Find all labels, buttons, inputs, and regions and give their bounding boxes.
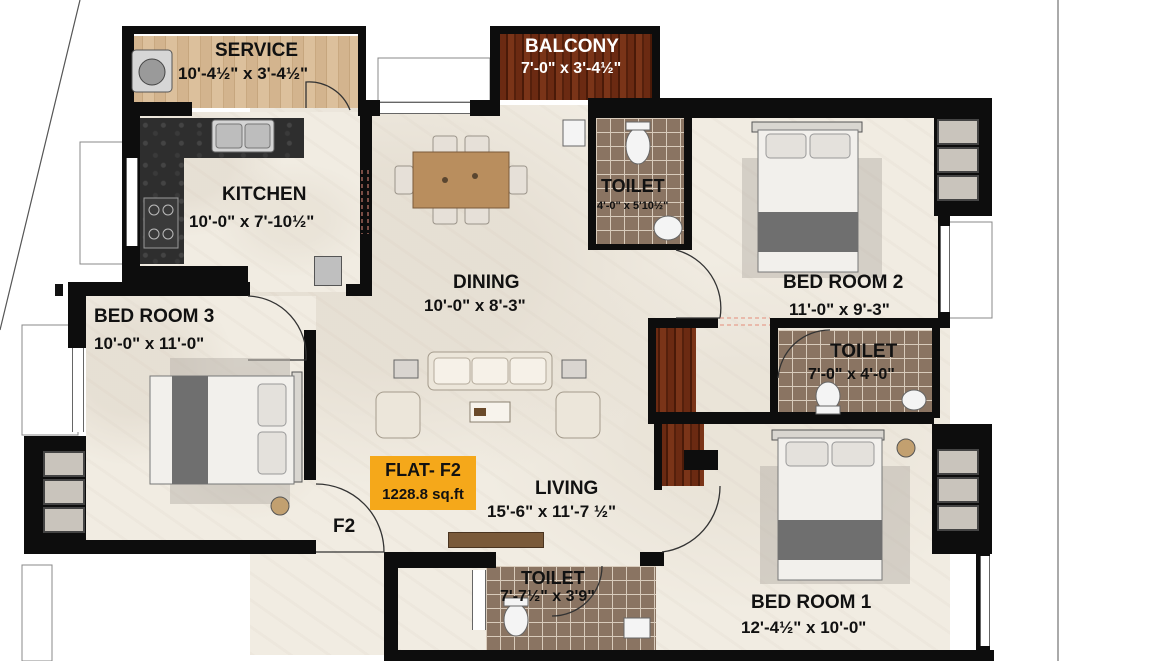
wall — [588, 244, 692, 250]
room-name-bedroom-1: BED ROOM 1 — [751, 592, 872, 613]
wall — [588, 98, 596, 248]
wardrobe-bedroom-2 — [937, 119, 979, 201]
room-name-dining: DINING — [453, 272, 520, 293]
window — [940, 226, 950, 312]
wall — [648, 318, 718, 328]
wall — [654, 424, 662, 490]
room-name-kitchen: KITCHEN — [222, 184, 307, 205]
room-dim-bedroom-3: 10'-0" x 11'-0" — [94, 334, 205, 353]
room-name-toilet-b: TOILET — [830, 341, 898, 362]
door-tag-f2: F2 — [333, 516, 356, 537]
wardrobe-hall-top — [652, 326, 696, 414]
wall — [122, 26, 366, 34]
wall — [122, 26, 134, 120]
room-dim-toilet-a: 4'-0" x 5'10½" — [597, 200, 669, 212]
wall — [360, 100, 372, 296]
wall — [68, 282, 250, 296]
flat-area: 1228.8 sq.ft — [382, 486, 464, 503]
room-dim-balcony: 7'-0" x 3'-4½" — [521, 60, 622, 77]
kitchen-sink — [211, 119, 275, 153]
room-dim-bedroom-1: 12'-4½" x 10'-0" — [741, 618, 867, 637]
bed-bedroom-2 — [742, 121, 882, 278]
window — [72, 348, 84, 432]
dining-table — [394, 135, 528, 225]
wardrobe-bedroom-1 — [937, 449, 979, 531]
wall — [490, 26, 660, 34]
wall — [490, 26, 500, 112]
room-dim-toilet-b: 7'-0" x 4'-0" — [808, 366, 895, 383]
wall — [384, 552, 496, 568]
washing-machine — [131, 49, 173, 93]
wall — [770, 318, 950, 328]
wardrobe-bedroom-3 — [43, 451, 85, 533]
window — [126, 158, 138, 246]
window — [980, 556, 990, 646]
wall — [652, 26, 660, 102]
wall — [304, 330, 316, 480]
window — [380, 102, 470, 114]
room-name-living: LIVING — [535, 478, 599, 499]
wall — [68, 282, 86, 348]
room-name-service: SERVICE — [215, 40, 299, 61]
room-name-bedroom-3: BED ROOM 3 — [94, 306, 215, 327]
wall — [384, 552, 398, 661]
wall — [360, 100, 380, 116]
wall — [648, 412, 934, 424]
wall — [384, 650, 994, 661]
flat-name: FLAT- F2 — [385, 460, 461, 480]
wall — [770, 318, 778, 418]
wall — [358, 26, 366, 116]
tv-unit — [448, 532, 544, 548]
room-dim-living: 15'-6" x 11'-7 ½" — [487, 502, 617, 521]
bed-bedroom-3 — [149, 358, 303, 516]
room-name-toilet-a: TOILET — [601, 176, 665, 196]
fridge — [314, 256, 342, 286]
room-name-bedroom-2: BED ROOM 2 — [783, 272, 904, 293]
wall — [932, 326, 940, 418]
wall — [24, 540, 316, 554]
wall — [684, 450, 718, 470]
bed-bedroom-1 — [760, 429, 916, 584]
room-name-balcony: BALCONY — [525, 36, 619, 57]
wall — [648, 318, 656, 418]
room-dim-dining: 10'-0" x 8'-3" — [424, 296, 526, 315]
flat-badge — [370, 456, 476, 510]
room-dim-bedroom-2: 11'-0" x 9'-3" — [789, 300, 890, 319]
room-dim-service: 10'-4½" x 3'-4½" — [178, 64, 309, 83]
room-name-toilet-c: TOILET — [521, 568, 585, 588]
wall — [640, 552, 664, 566]
room-dim-toilet-c: 7'-7½" x 3'9" — [500, 588, 595, 605]
floor-balcony — [500, 34, 652, 100]
room-dim-kitchen: 10'-0" x 7'-10½" — [189, 212, 315, 231]
living-sofa-set — [375, 351, 601, 439]
wall — [684, 112, 692, 248]
kitchen-hob — [143, 197, 179, 249]
window — [472, 570, 486, 630]
